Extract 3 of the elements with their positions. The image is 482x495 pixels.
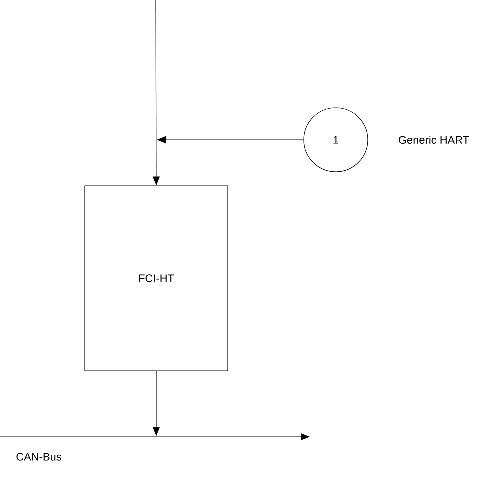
process-box: FCI-HT <box>84 186 228 372</box>
node-caption: Generic HART <box>399 136 470 144</box>
node-caption: CAN-Bus <box>16 453 62 461</box>
